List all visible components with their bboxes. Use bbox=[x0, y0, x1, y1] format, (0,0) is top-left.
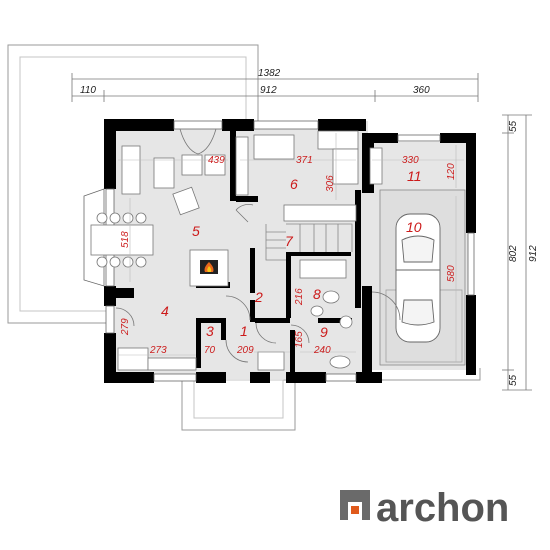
room-number-10: 10 bbox=[406, 219, 422, 235]
dim-240: 240 bbox=[313, 345, 331, 356]
dimension-lines bbox=[71, 73, 532, 391]
archon-logo: archon bbox=[340, 486, 509, 530]
terrace-front bbox=[181, 379, 296, 431]
dim-273: 273 bbox=[149, 345, 167, 356]
archon-logo-mark-icon bbox=[340, 490, 370, 520]
room-number-11: 11 bbox=[407, 168, 422, 184]
dim-216: 216 bbox=[294, 288, 305, 306]
dim-right-bottom: 55 bbox=[508, 374, 519, 386]
room-number-4: 4 bbox=[161, 303, 169, 319]
dim-top-right: 360 bbox=[413, 85, 430, 96]
door-swings bbox=[115, 204, 401, 363]
room-number-9: 9 bbox=[320, 324, 328, 340]
archon-logo-text: archon bbox=[376, 486, 509, 530]
dim-279: 279 bbox=[120, 318, 131, 336]
dim-120: 120 bbox=[446, 163, 457, 180]
room-number-3: 3 bbox=[206, 323, 214, 339]
dim-306: 306 bbox=[325, 175, 336, 192]
dim-right-middle: 802 bbox=[508, 245, 519, 262]
dim-209: 209 bbox=[236, 345, 254, 356]
dim-top-middle: 912 bbox=[260, 85, 277, 96]
room-number-5: 5 bbox=[192, 223, 200, 239]
garage-apron bbox=[375, 368, 481, 381]
room-numbers: 1 2 3 4 5 6 7 8 9 10 11 bbox=[161, 168, 422, 340]
terrace-doors bbox=[179, 128, 217, 155]
dim-165: 165 bbox=[294, 331, 305, 348]
room-number-8: 8 bbox=[313, 286, 321, 302]
room-number-2: 2 bbox=[254, 289, 263, 305]
dim-right-total: 912 bbox=[528, 245, 539, 262]
dim-right-top: 55 bbox=[508, 120, 519, 132]
staircase bbox=[265, 223, 353, 261]
dim-518: 518 bbox=[120, 231, 131, 248]
car-icon bbox=[395, 213, 441, 343]
room-number-7: 7 bbox=[285, 233, 294, 249]
dim-top-total: 1382 bbox=[258, 68, 281, 79]
room-number-1: 1 bbox=[240, 323, 248, 339]
dim-371: 371 bbox=[296, 155, 313, 166]
dim-70: 70 bbox=[204, 345, 216, 356]
interior-dimension-lines bbox=[118, 133, 464, 362]
interior-dimensions: 439 371 330 306 120 518 580 279 216 273 … bbox=[120, 155, 457, 356]
room-number-6: 6 bbox=[290, 176, 298, 192]
dim-439: 439 bbox=[208, 155, 225, 166]
dim-330: 330 bbox=[402, 155, 419, 166]
walls bbox=[104, 119, 476, 383]
fireplace-fire-icon bbox=[200, 260, 218, 274]
dim-top-left: 110 bbox=[80, 85, 96, 96]
dim-580: 580 bbox=[446, 265, 457, 282]
